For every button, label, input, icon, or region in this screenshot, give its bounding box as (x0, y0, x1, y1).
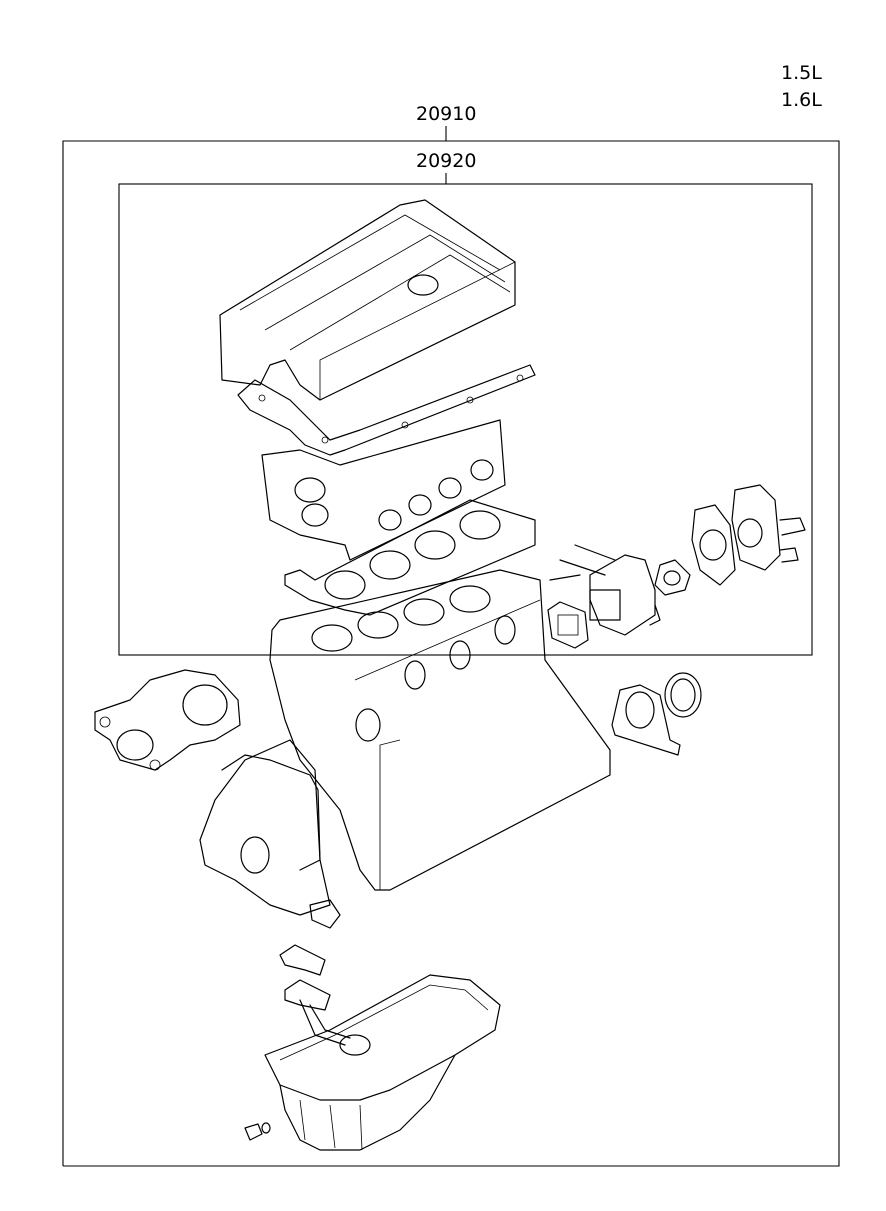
cylinder-head-part[interactable] (261, 419, 506, 561)
engine-block-part[interactable] (269, 569, 611, 891)
oil-strainer-part[interactable] (279, 944, 371, 1056)
part-number-inner-kit[interactable]: 20920 (416, 150, 477, 172)
engine-variant-label: 1.6L (781, 89, 822, 111)
rear-oil-seal-part[interactable] (611, 672, 702, 756)
valve-cover-gasket-part[interactable] (237, 364, 536, 456)
thermostat-gasket-part[interactable] (547, 601, 589, 649)
inner-kit-box (118, 173, 813, 656)
water-pump-part[interactable] (94, 669, 241, 771)
outer-kit-box (62, 126, 840, 1167)
oil-pump-part[interactable] (199, 739, 341, 929)
water-outlet-gasket-part[interactable] (691, 484, 806, 586)
head-gasket-part[interactable] (284, 499, 536, 616)
engine-variant-label: 1.5L (781, 62, 822, 84)
thermostat-housing-part[interactable] (549, 544, 691, 636)
part-number-outer-kit[interactable]: 20910 (416, 103, 477, 125)
oil-pan-part[interactable] (264, 974, 501, 1151)
drain-plug-part[interactable] (244, 1122, 271, 1141)
valve-cover-part[interactable] (219, 199, 516, 401)
